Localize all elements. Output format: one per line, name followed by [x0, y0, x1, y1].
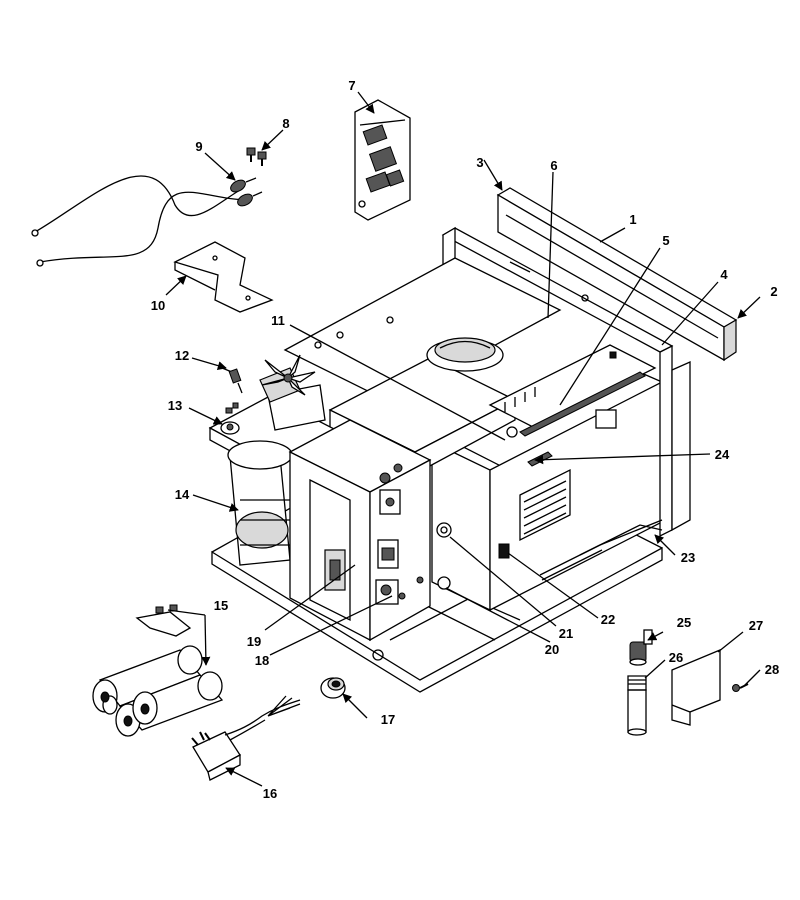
part-label-21: 21: [559, 626, 573, 641]
part-26-fuse: [627, 675, 647, 736]
part-15-capacitors: [92, 645, 224, 737]
top-cover: [283, 257, 562, 403]
part-12-thermal-fuse: [221, 367, 243, 394]
part-label-22: 22: [601, 612, 615, 627]
part-10-bracket: [173, 241, 274, 313]
part-label-10: 10: [151, 298, 165, 313]
part-label-5: 5: [662, 233, 669, 248]
part-label-12: 12: [175, 348, 189, 363]
part-label-23: 23: [681, 550, 695, 565]
part-label-4: 4: [720, 267, 728, 282]
part-label-1: 1: [629, 212, 636, 227]
part-label-7: 7: [348, 78, 355, 93]
front-frame: [579, 344, 691, 556]
part-label-9: 9: [195, 139, 202, 154]
part-label-6: 6: [550, 158, 557, 173]
part-label-15: 15: [214, 598, 228, 613]
magnetron-bracket: [288, 419, 432, 642]
oven-cavity: [431, 354, 663, 612]
part-labels: 1 2 3 4 5 6 7 8 9 10 11 12 13 14 15 16 1…: [151, 78, 779, 801]
part-9-wire-harness: [31, 175, 263, 267]
part-16-power-cord: [191, 695, 301, 781]
part-label-16: 16: [263, 786, 277, 801]
part-label-3: 3: [476, 155, 483, 170]
part-label-14: 14: [175, 487, 190, 502]
part-15-screw: [135, 604, 192, 637]
part-label-8: 8: [282, 116, 289, 131]
part-25-fuse-holder: [629, 629, 653, 666]
part-label-19: 19: [247, 634, 261, 649]
control-panel-frame: [496, 187, 738, 362]
part-label-2: 2: [770, 284, 777, 299]
part-label-17: 17: [381, 712, 395, 727]
part-label-27: 27: [749, 618, 763, 633]
fan-blade: [261, 354, 316, 396]
part-label-13: 13: [168, 398, 182, 413]
part-label-11: 11: [271, 313, 285, 328]
part-label-25: 25: [677, 615, 691, 630]
rear-panel: [441, 226, 674, 353]
part-label-18: 18: [255, 653, 269, 668]
part-label-20: 20: [545, 642, 559, 657]
part-7-switch-bracket: [354, 99, 411, 221]
part-8-screws: [246, 147, 267, 166]
part-label-26: 26: [669, 650, 683, 665]
part-17-grommet: [320, 677, 346, 699]
part-label-28: 28: [765, 662, 779, 677]
leader-lines: [165, 91, 761, 787]
transformer-assembly: [208, 354, 342, 566]
part-13-thermostat: [220, 402, 240, 435]
part-label-24: 24: [715, 447, 730, 462]
